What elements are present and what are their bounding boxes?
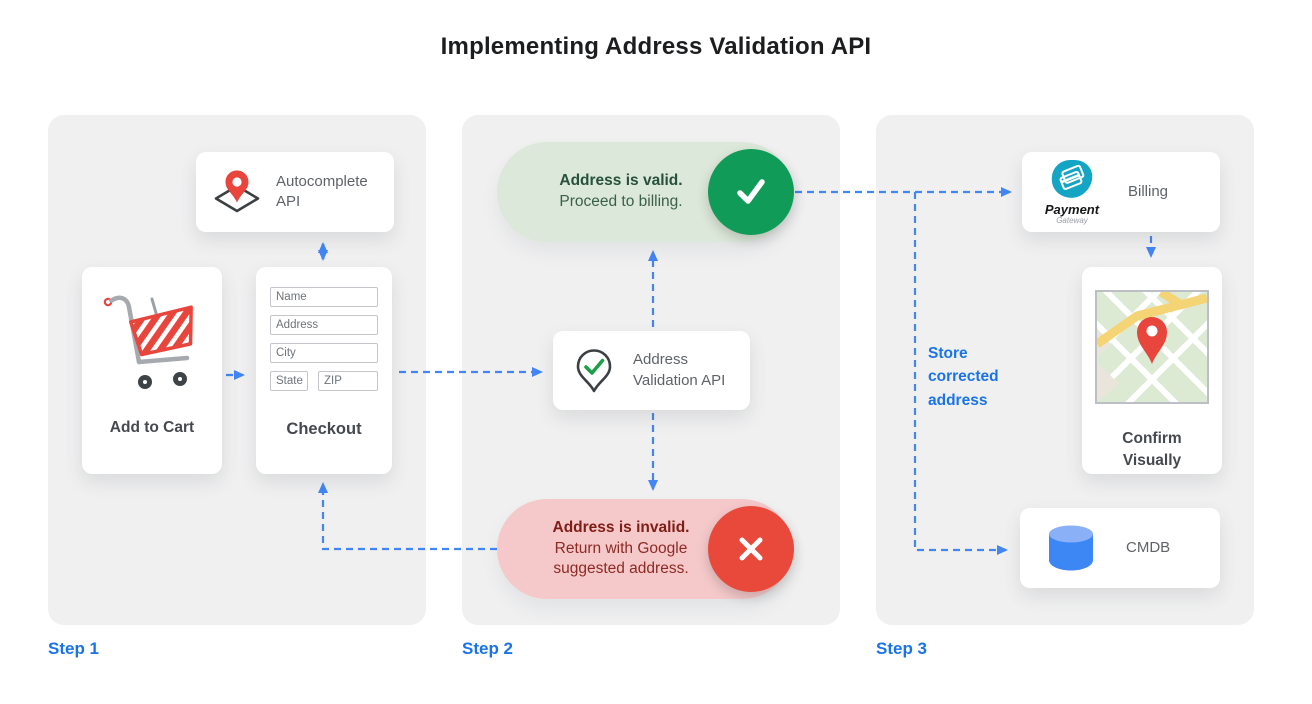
cmdb-card: CMDB (1020, 508, 1220, 588)
page-title: Implementing Address Validation API (440, 33, 872, 60)
map-thumbnail (1095, 290, 1209, 404)
checkout-label: Checkout (286, 420, 362, 438)
payment-logo-title: Payment (1044, 202, 1100, 217)
step3-label: Step 3 (876, 639, 928, 658)
step1-label: Step 1 (48, 639, 100, 658)
add-to-cart-label: Add to Cart (109, 419, 195, 436)
add-to-cart-card: Add to Cart (82, 267, 222, 474)
x-icon (739, 537, 763, 561)
checkout-card: Name Address City State ZIP Checkout (256, 267, 392, 474)
billing-card: Payment Gateway Billing (1022, 152, 1220, 232)
confirm-visually-card: Confirm Visually (1082, 267, 1222, 474)
shopping-cart-icon (103, 295, 193, 389)
address-valid-pill: Address is valid. Proceed to billing. (497, 142, 794, 242)
address-field: Address (270, 315, 378, 335)
check-icon (737, 179, 765, 204)
autocomplete-api-card: Autocomplete API (196, 152, 394, 232)
valid-status-circle (708, 149, 794, 235)
billing-label: Billing (1128, 182, 1169, 200)
map-pin-diamond-icon (214, 170, 260, 213)
address-validation-api-card: Address Validation API (553, 331, 750, 410)
address-invalid-pill: Address is invalid. Return with Google s… (497, 499, 794, 599)
payment-gateway-blob-icon (1051, 159, 1093, 198)
confirm-visually-label: Confirm Visually (1122, 430, 1182, 469)
valid-pill-subtitle: Proceed to billing. (559, 193, 683, 210)
cmdb-label: CMDB (1126, 538, 1171, 556)
store-corrected-address-note: Store corrected address (928, 345, 999, 409)
invalid-status-circle (708, 506, 794, 592)
state-field: State (270, 371, 308, 391)
zip-field: ZIP (318, 371, 378, 391)
address-validation-api-label: Address Validation API (633, 351, 726, 389)
payment-gateway-logo: Payment Gateway (1040, 159, 1104, 225)
autocomplete-api-label: Autocomplete API (276, 172, 368, 210)
name-field: Name (270, 287, 378, 307)
invalid-pill-title: Address is invalid. (552, 518, 690, 536)
step2-label: Step 2 (462, 639, 514, 658)
valid-pill-title: Address is valid. (559, 172, 683, 190)
database-icon (1049, 525, 1093, 571)
pin-check-icon (576, 348, 612, 392)
city-field: City (270, 343, 378, 363)
invalid-pill-subtitle: Return with Google suggested address. (553, 539, 689, 578)
payment-logo-subtitle: Gateway (1056, 216, 1088, 225)
